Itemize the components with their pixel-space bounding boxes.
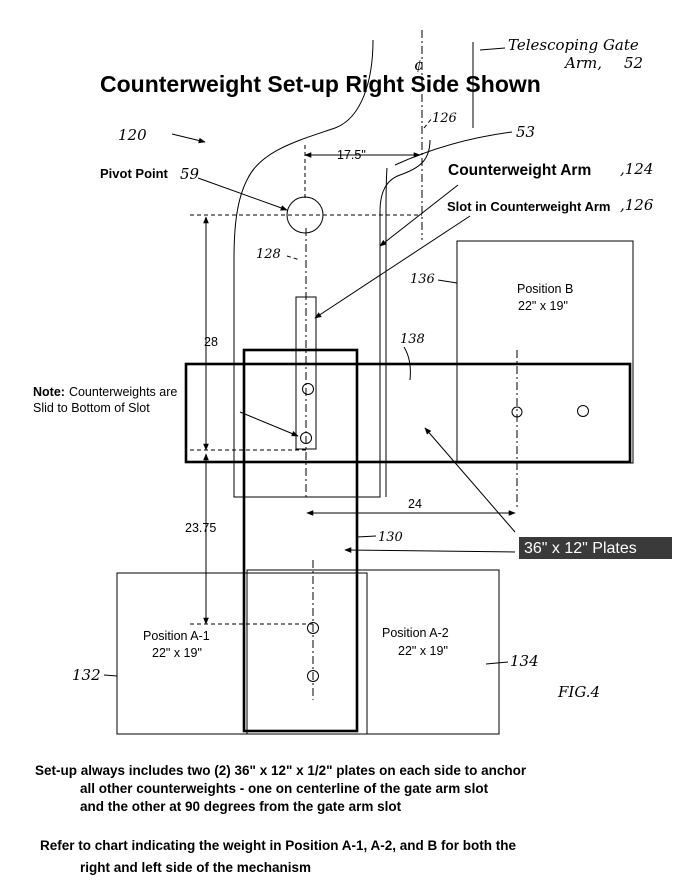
note-arrow — [240, 412, 298, 436]
ref-136: 136 — [410, 272, 435, 287]
page-title: Counterweight Set-up Right Side Shown — [100, 71, 541, 97]
plates-arrow-1 — [425, 428, 515, 532]
ref-130-leader — [357, 536, 376, 537]
position-b-weight — [457, 241, 633, 463]
note-line2: Slid to Bottom of Slot — [33, 401, 150, 415]
plate-vertical — [244, 350, 357, 731]
note-line1: Note: Counterweights are — [33, 385, 177, 399]
dim-175-label: 17.5" — [337, 148, 366, 162]
slot-arrow — [315, 216, 470, 318]
ref-130: 130 — [378, 530, 403, 545]
pivot-ref: 59 — [180, 165, 200, 183]
dim-2375-label: 23.75 — [185, 521, 216, 535]
dim-24-label: 24 — [408, 497, 422, 511]
counterweight-arm-inner — [386, 168, 387, 497]
telescoping-leader — [480, 48, 505, 50]
hole-arm-upper — [303, 384, 314, 395]
hole-b-right — [578, 406, 589, 417]
telescoping-label: Telescoping Gate — [508, 36, 639, 54]
ref-132: 132 — [72, 666, 101, 684]
ref-53: 53 — [516, 123, 535, 141]
pivot-point-label: Pivot Point — [100, 166, 169, 181]
pivot-arrow — [198, 178, 287, 210]
plates-arrow-2 — [345, 550, 515, 552]
ref-120: 120 — [118, 126, 147, 144]
telescoping-label-arm: Arm, — [563, 54, 602, 72]
position-a2-size: 22" x 19" — [398, 644, 448, 658]
position-b-label: Position B — [517, 282, 573, 296]
note-bold: Note: — [33, 385, 65, 399]
telescoping-ref: 52 — [624, 54, 643, 72]
ref-136-leader — [438, 280, 457, 283]
ref-126-top: 126 — [432, 111, 457, 126]
note-chart-line2: right and left side of the mechanism — [80, 860, 311, 875]
ref-128-leader — [287, 256, 300, 260]
dim-28-label: 28 — [204, 335, 218, 349]
note-chart-line1: Refer to chart indicating the weight in … — [40, 838, 516, 853]
ref-53-leader — [395, 132, 512, 165]
position-a2-weight — [247, 570, 499, 734]
ref-138: 138 — [400, 332, 425, 347]
position-a2-label: Position A-2 — [382, 626, 449, 640]
counterweight-arm-ref: ,124 — [620, 160, 653, 178]
ref-120-arrow — [172, 134, 205, 142]
counterweight-arm-label: Counterweight Arm — [448, 162, 591, 179]
position-a1-label: Position A-1 — [143, 629, 210, 643]
slot-label: Slot in Counterweight Arm — [447, 199, 610, 214]
position-b-size: 22" x 19" — [518, 299, 568, 313]
note-setup-line1: Set-up always includes two (2) 36" x 12"… — [35, 763, 527, 778]
ref-132-leader — [104, 675, 117, 676]
figure-label: FIG.4 — [557, 683, 600, 701]
counterweight-arm-outline — [234, 40, 430, 497]
centerline-symbol: ¢ — [414, 56, 424, 74]
plate-horizontal — [186, 364, 630, 462]
counterweight-arm-arrow — [380, 185, 458, 246]
slot-ref: ,126 — [620, 196, 654, 214]
plates-label: 36" x 12" Plates — [524, 540, 637, 557]
note-setup-line2: all other counterweights - one on center… — [80, 781, 489, 796]
ref-126-leader — [424, 118, 432, 128]
note-rest: Counterweights are — [69, 385, 177, 399]
ref-134: 134 — [510, 652, 539, 670]
ref-128: 128 — [256, 247, 281, 262]
note-setup-line3: and the other at 90 degrees from the gat… — [80, 799, 402, 814]
ref-134-leader — [486, 662, 508, 664]
position-a1-size: 22" x 19" — [152, 646, 202, 660]
